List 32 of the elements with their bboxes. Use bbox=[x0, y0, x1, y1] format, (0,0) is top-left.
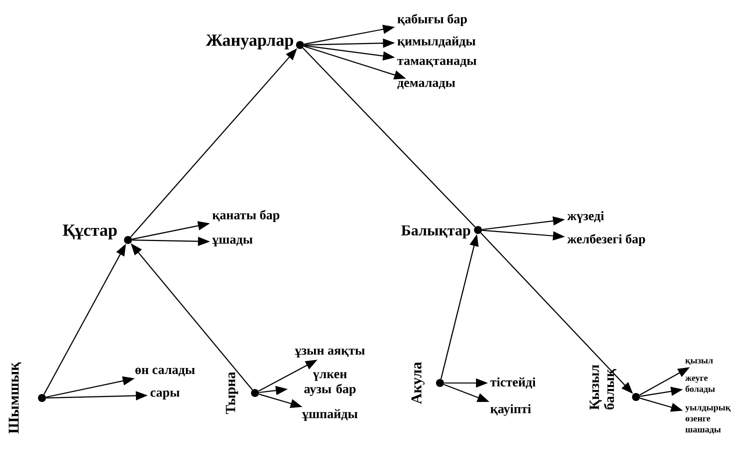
property-text: уылдырық өзенге шашады bbox=[685, 406, 731, 434]
property-text: тамақтанады bbox=[397, 58, 476, 68]
property-text: қызыл bbox=[685, 359, 713, 365]
property-text: үлкен аузы бар bbox=[304, 372, 356, 396]
property-text: тістейді bbox=[490, 377, 536, 389]
junction-dot bbox=[436, 379, 444, 387]
class-label: Балықтар bbox=[401, 226, 470, 239]
class-label: Жануарлар bbox=[206, 34, 294, 50]
property-text: өн салады bbox=[135, 368, 195, 376]
junction-dot bbox=[632, 393, 640, 401]
junction-dot bbox=[124, 236, 132, 244]
property-text: ұзын аяқты bbox=[294, 348, 365, 358]
property-text: жүзеді bbox=[567, 211, 604, 223]
class-label: Құстар bbox=[62, 224, 117, 240]
junction-dot bbox=[296, 41, 304, 49]
class-label: Шымшық bbox=[8, 362, 22, 434]
property-text: ұшады bbox=[212, 238, 253, 246]
junction-dot bbox=[251, 389, 259, 397]
class-label: Тырна bbox=[226, 372, 238, 414]
class-label: Қызыл балық bbox=[590, 364, 616, 410]
class-label: Акула bbox=[411, 362, 425, 404]
property-text: қимылдайды bbox=[398, 36, 476, 48]
property-text: ұшпайды bbox=[302, 409, 358, 421]
property-text: қауіпті bbox=[490, 404, 531, 416]
property-text: сары bbox=[150, 390, 180, 400]
junction-dot bbox=[474, 226, 482, 234]
junction-dot bbox=[38, 394, 46, 402]
property-text: қабығы бар bbox=[398, 14, 467, 26]
property-text: жеуге болады bbox=[685, 376, 715, 394]
property-text: желбезегі бар bbox=[567, 234, 646, 246]
property-text: қанаты бар bbox=[212, 210, 280, 222]
property-text: демалады bbox=[397, 80, 456, 90]
